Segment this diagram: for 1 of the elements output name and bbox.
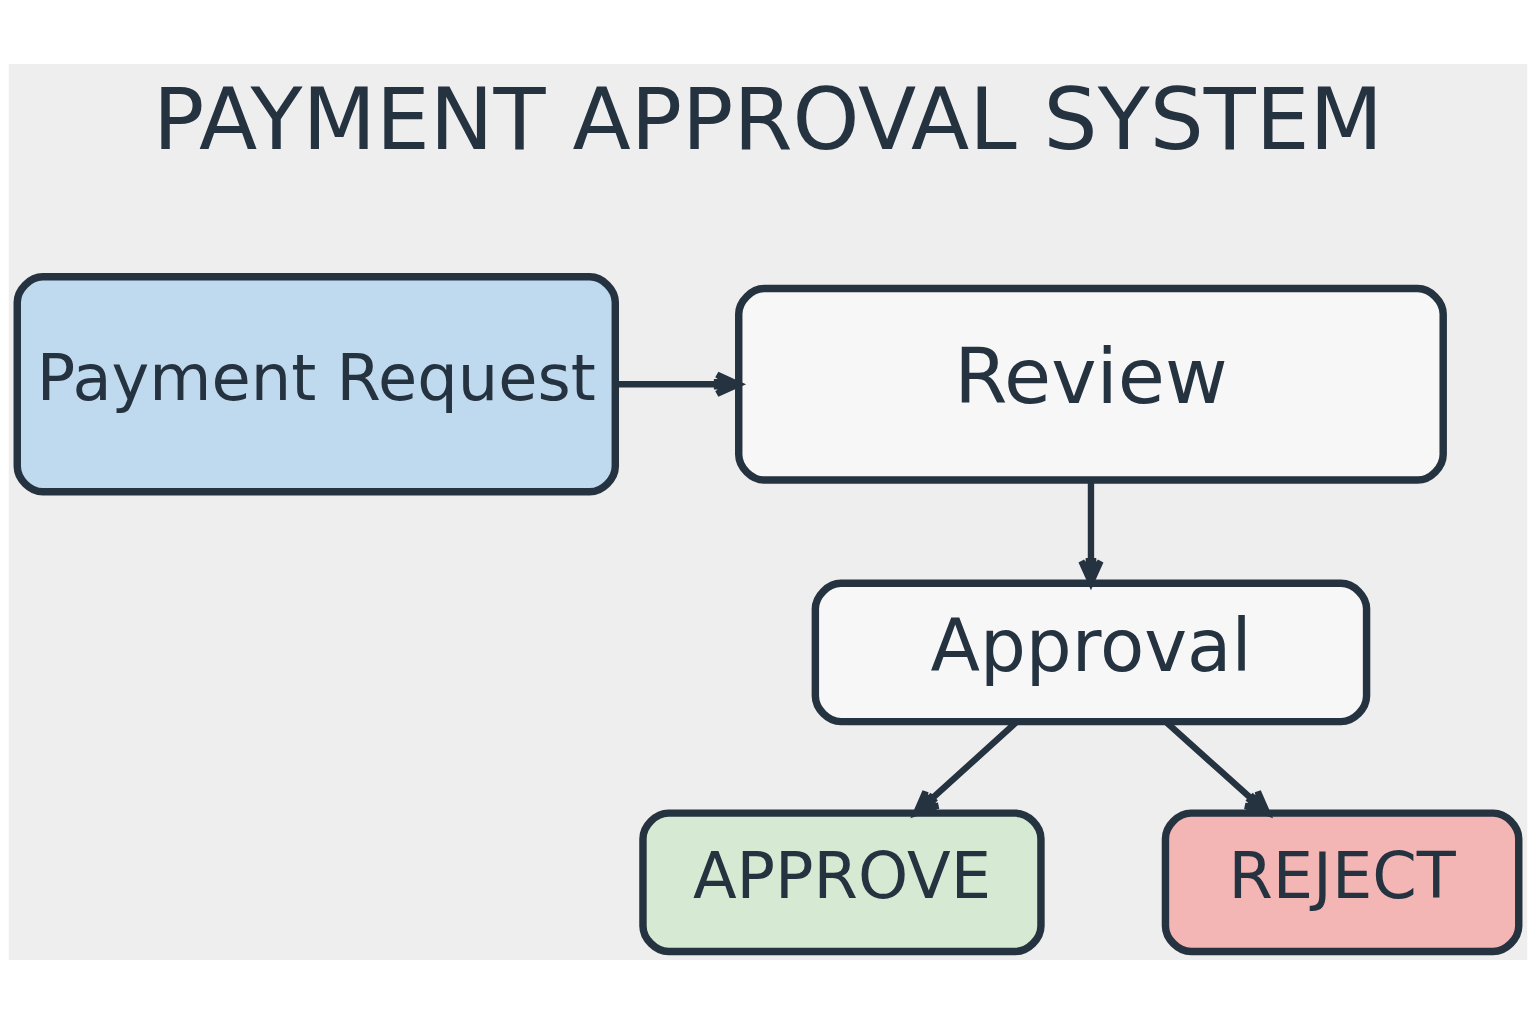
diagram-title: PAYMENT APPROVAL SYSTEM bbox=[153, 70, 1383, 170]
